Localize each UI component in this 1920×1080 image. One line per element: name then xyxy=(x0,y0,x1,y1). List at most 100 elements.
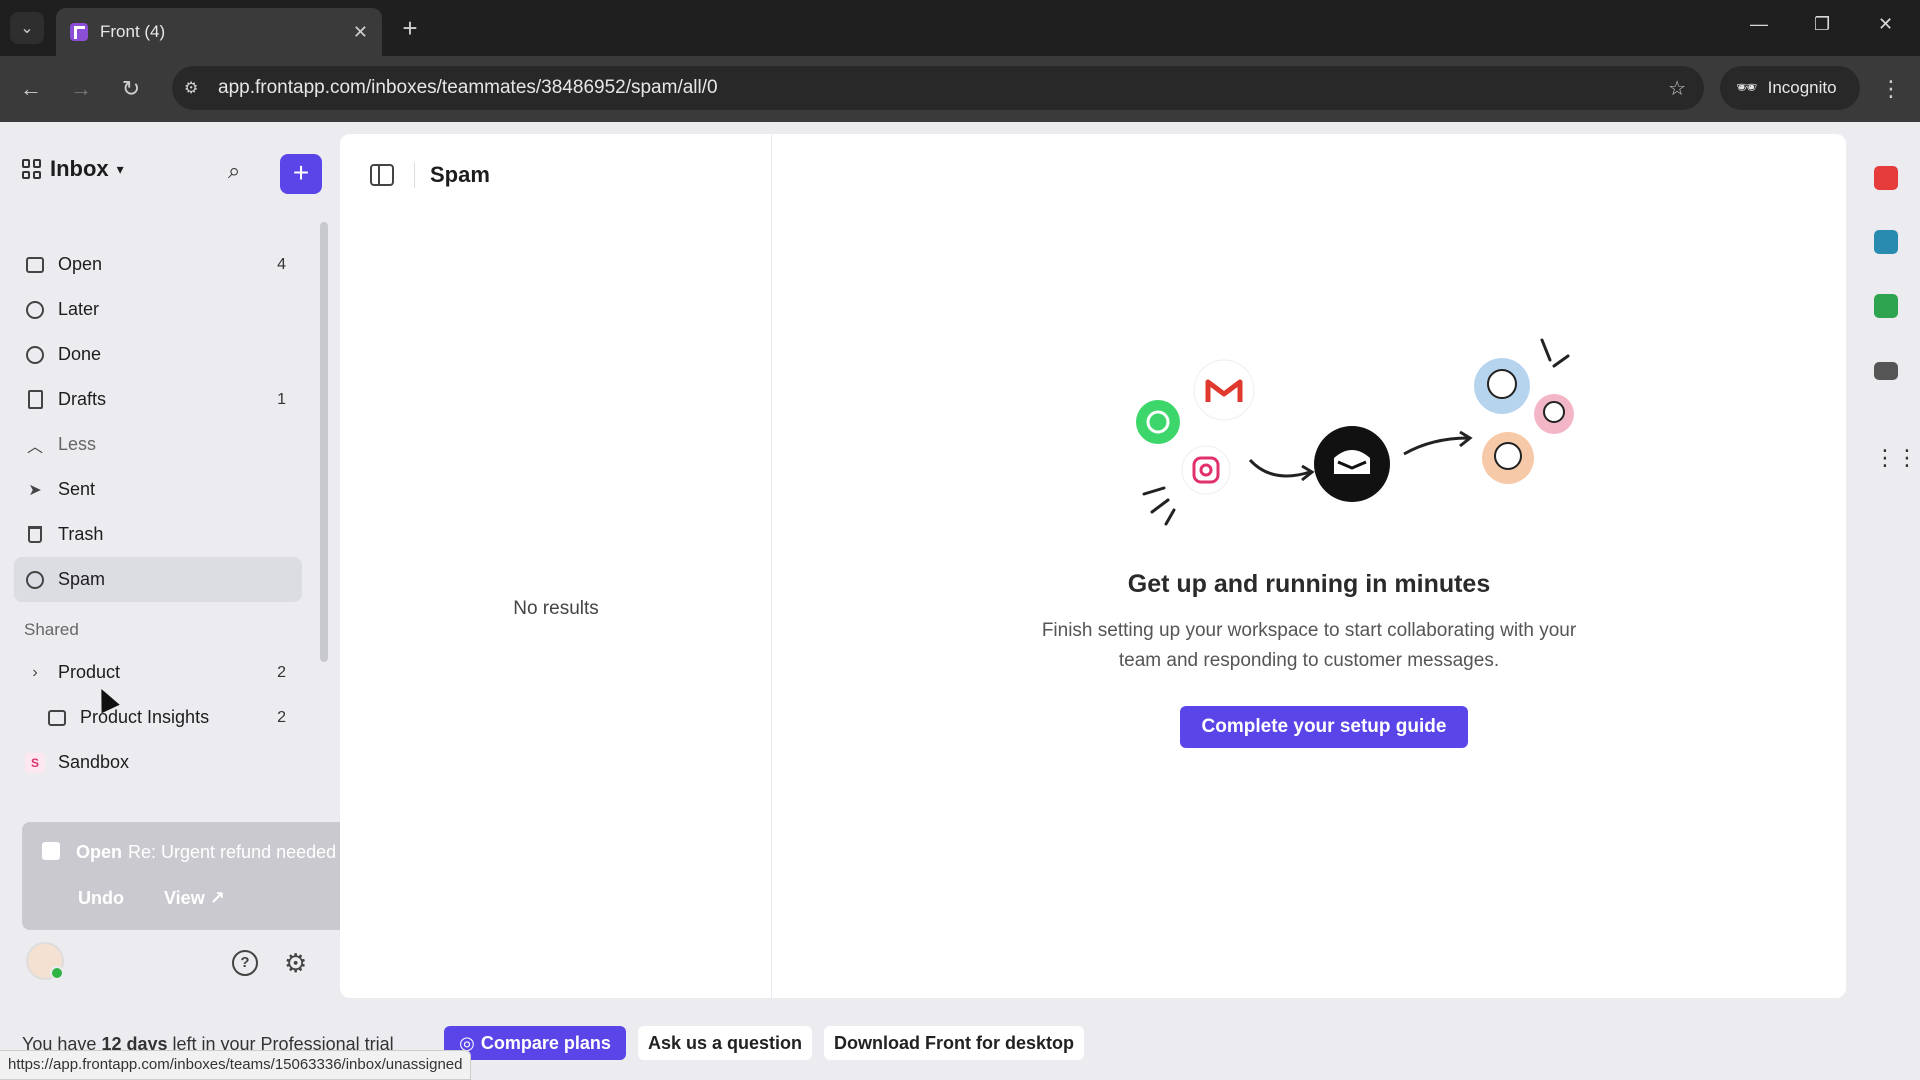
avatar[interactable] xyxy=(26,942,64,980)
compose-button[interactable]: + xyxy=(280,154,322,194)
site-info-icon[interactable]: ⚙ xyxy=(184,80,199,97)
search-icon[interactable]: ⌕ xyxy=(228,158,241,183)
sidebar-item-label: Product Insights xyxy=(80,707,210,727)
status-url-tooltip: https://app.frontapp.com/inboxes/teams/1… xyxy=(0,1050,472,1080)
sidebar-item-label: Later xyxy=(58,299,100,319)
shared-section-label: Shared xyxy=(24,620,79,639)
empty-state: Get up and running in minutes Finish set… xyxy=(772,134,1846,998)
calendar-icon[interactable] xyxy=(1874,166,1898,190)
inbox-switcher[interactable]: Inbox ▾ xyxy=(22,156,124,182)
alert-circle-icon xyxy=(24,569,46,591)
sidebar-title: Inbox xyxy=(50,156,109,181)
chevron-up-icon: ︿ xyxy=(26,438,43,456)
gear-icon[interactable]: ⚙ xyxy=(284,948,308,978)
new-tab-button[interactable]: + xyxy=(402,13,418,43)
url-text[interactable]: app.frontapp.com/inboxes/teammates/38486… xyxy=(218,77,718,98)
undo-button[interactable]: Undo xyxy=(78,888,124,908)
sidebar-toggle-icon[interactable] xyxy=(370,164,394,186)
sidebar-item-spam[interactable]: Spam xyxy=(14,557,302,602)
front-favicon-icon xyxy=(70,23,88,41)
sidebar-item-sent[interactable]: ➤ Sent xyxy=(14,467,302,512)
sidebar-item-count: 2 xyxy=(277,708,286,726)
reload-icon[interactable]: ↻ xyxy=(121,76,141,101)
contacts-icon[interactable] xyxy=(1874,230,1898,254)
sidebar-item-label: Trash xyxy=(58,524,104,544)
help-icon[interactable]: ? xyxy=(232,950,258,976)
tab-close-icon[interactable]: ✕ xyxy=(352,21,368,42)
sparkle-icon xyxy=(1540,338,1570,368)
inbox-icon xyxy=(24,254,46,276)
sidebar-item-count: 2 xyxy=(277,663,286,681)
view-button[interactable]: View ↗ xyxy=(164,888,225,909)
empty-state-title: Get up and running in minutes xyxy=(1127,570,1491,598)
tab-title: Front (4) xyxy=(100,22,166,41)
arrow-left-icon xyxy=(1248,458,1311,478)
incognito-indicator[interactable]: 🕶 Incognito xyxy=(1720,66,1860,110)
address-bar[interactable]: ⚙ app.frontapp.com/inboxes/teammates/384… xyxy=(172,66,1704,110)
restore-icon[interactable]: ❐ xyxy=(1814,14,1831,34)
page-title: Spam xyxy=(430,162,490,187)
sidebar-item-count: 1 xyxy=(277,390,286,408)
sidebar-item-open[interactable]: Open 4 xyxy=(14,242,302,287)
bookmark-star-icon[interactable]: ☆ xyxy=(1668,77,1686,100)
browser-menu-icon[interactable]: ⋮ xyxy=(1880,76,1902,101)
chevron-right-icon[interactable]: › xyxy=(32,663,38,681)
inbox-icon xyxy=(46,707,68,729)
sidebar-item-trash[interactable]: Trash xyxy=(14,512,302,557)
tab-list-button[interactable]: ⌄ xyxy=(10,12,44,44)
sidebar-item-label: Spam xyxy=(58,569,106,589)
spark-lines-icon xyxy=(1142,486,1176,526)
compare-plans-button[interactable]: ◎Compare plans xyxy=(444,1026,626,1060)
arrow-right-icon xyxy=(1403,436,1469,456)
trash-icon xyxy=(24,524,46,546)
instagram-icon xyxy=(1181,445,1231,495)
download-desktop-button[interactable]: Download Front for desktop xyxy=(824,1026,1084,1060)
knowledge-base-icon[interactable] xyxy=(1874,294,1898,318)
sidebar-scrollbar[interactable] xyxy=(320,222,328,662)
toast-subject: Re: Urgent refund needed xyxy=(128,842,337,862)
browser-tab[interactable]: Front (4) ✕ xyxy=(56,8,382,56)
empty-state-description: Finish setting up your workspace to star… xyxy=(1041,620,1577,671)
sidebar-item-label: Drafts xyxy=(58,389,107,409)
incognito-label: Incognito xyxy=(1767,78,1837,97)
sidebar-item-product-insights[interactable]: Product Insights 2 xyxy=(14,695,302,740)
conversation-list: Spam No results xyxy=(340,134,772,998)
sidebar-item-label: Less xyxy=(58,434,97,454)
trial-prefix: You have xyxy=(22,1034,97,1054)
trial-bar: You have 12 days left in your Profession… xyxy=(0,1020,1920,1080)
forward-icon[interactable]: → xyxy=(70,76,92,101)
check-circle-icon xyxy=(24,344,46,366)
window-close-icon[interactable]: ✕ xyxy=(1878,14,1894,34)
sidebar-item-product[interactable]: › Product 2 xyxy=(14,650,302,695)
sidebar-item-label: Product xyxy=(58,662,121,682)
onboarding-illustration xyxy=(1136,338,1574,526)
main-panel: Spam No results xyxy=(340,134,1846,998)
trial-suffix: left in your Professional trial xyxy=(172,1034,394,1054)
no-results-text: No results xyxy=(513,598,599,619)
complete-setup-button[interactable]: Complete your setup guide xyxy=(1180,706,1468,748)
apps-grid-icon[interactable]: ⋮⋮⋮ xyxy=(1874,445,1920,470)
ask-question-button[interactable]: Ask us a question xyxy=(638,1026,813,1060)
view-label: View xyxy=(164,888,205,908)
toast-status: Open xyxy=(76,842,123,862)
browser-tabbar: ⌄ Front (4) ✕ + — ❐ ✕ xyxy=(0,0,1920,56)
minimize-icon[interactable]: — xyxy=(1750,14,1768,34)
sidebar-item-drafts[interactable]: Drafts 1 xyxy=(14,377,302,422)
sidebar-item-sandbox[interactable]: S Sandbox xyxy=(14,740,302,785)
incognito-icon: 🕶 xyxy=(1736,78,1758,97)
keyboard-icon[interactable] xyxy=(1874,362,1898,380)
back-icon[interactable]: ← xyxy=(20,76,42,101)
sidebar-item-label: Done xyxy=(58,344,102,364)
compare-plans-label: Compare plans xyxy=(480,1032,611,1053)
toast-checkbox xyxy=(42,842,60,860)
globe-icon: ◎ xyxy=(459,1032,475,1053)
draft-icon xyxy=(24,389,46,411)
sidebar-item-later[interactable]: Later xyxy=(14,287,302,332)
sidebar-item-count: 4 xyxy=(277,255,286,273)
chevron-down-icon: ▾ xyxy=(116,160,124,177)
sidebar-item-done[interactable]: Done xyxy=(14,332,302,377)
sidebar-item-less[interactable]: ︿ Less xyxy=(14,422,302,467)
sidebar-item-label: Sandbox xyxy=(58,752,130,772)
